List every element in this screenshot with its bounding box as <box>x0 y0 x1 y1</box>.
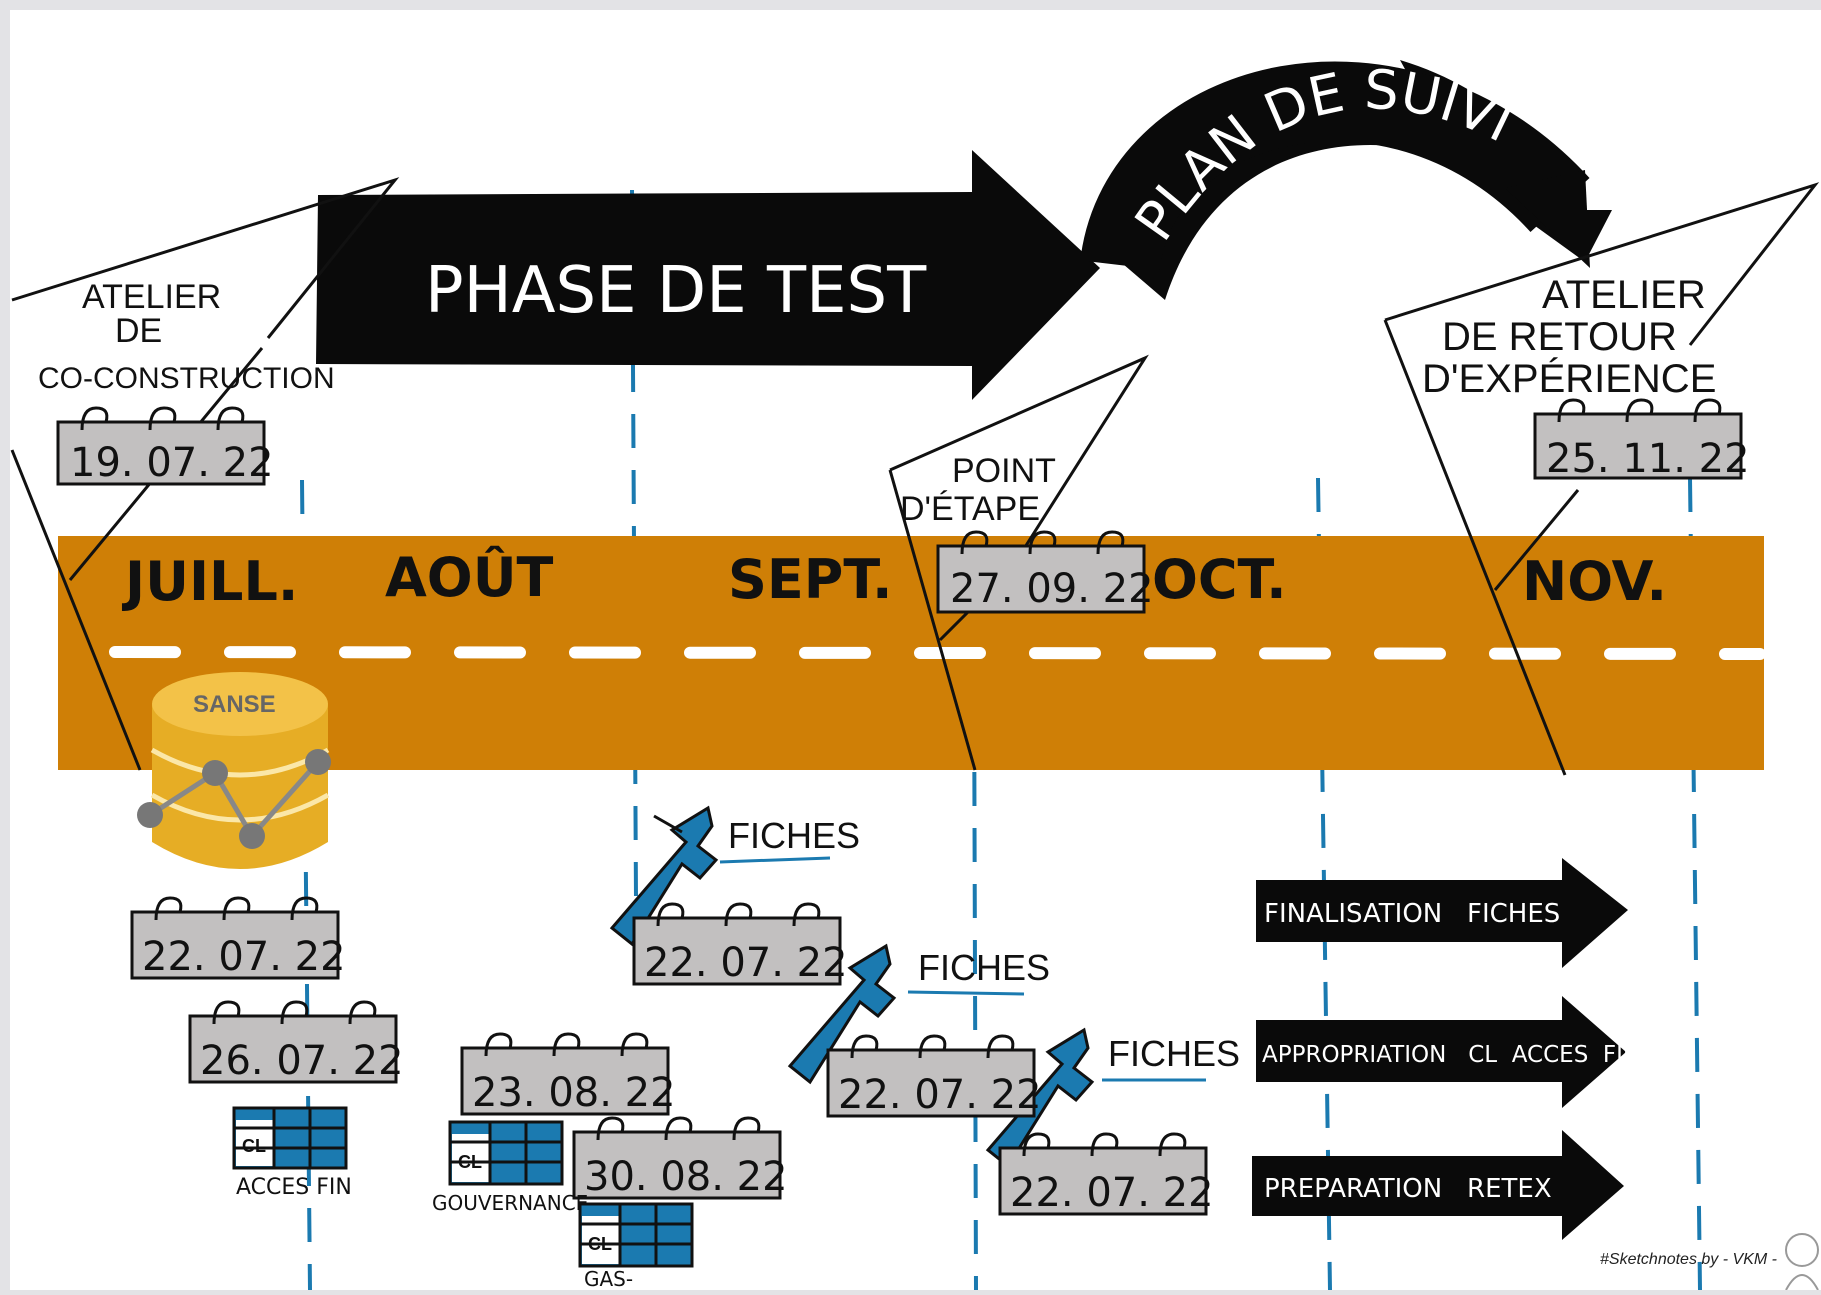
calendar-date: 26. 07. 22 <box>200 1038 404 1084</box>
atelier-coconstruction-line1: ATELIER <box>82 278 221 316</box>
atelier-coconstruction-line3: CO-CONSTRUCTION <box>38 362 335 395</box>
author-avatar-icon <box>1785 1233 1819 1291</box>
fiches-labels: FICHES FICHES FICHES <box>728 815 1240 1074</box>
calendar-c7: 22. 07. 22 <box>998 1132 1214 1216</box>
calendar-c5: 22. 07. 22 <box>632 902 848 986</box>
action-label: APPROPRIATION CL ACCES FIN. <box>1262 1042 1647 1068</box>
calendar-milestone-3: 25. 11. 22 <box>1533 398 1750 482</box>
calendar-date: 19. 07. 22 <box>70 440 274 486</box>
sanse-database-icon: SANSE <box>137 672 331 869</box>
wrench-icons <box>609 805 1095 1169</box>
phase-de-test-arrow: PHASE DE TEST <box>316 150 1100 400</box>
action-label: FINALISATION FICHES <box>1264 899 1560 929</box>
calendar-c2: 26. 07. 22 <box>188 1000 404 1084</box>
table-caption: GAS- <box>584 1267 633 1290</box>
action-arrow-appropriation: APPROPRIATION CL ACCES FIN. <box>1256 996 1647 1108</box>
fiches-label-1: FICHES <box>728 815 860 856</box>
atelier-retour-line3: D'EXPÉRIENCE <box>1422 356 1716 401</box>
calendar-date: 22. 07. 22 <box>142 934 346 980</box>
milestone-texts: ATELIER DE CO-CONSTRUCTION POINT D'ÉTAPE… <box>38 273 1716 528</box>
calendar-c3: 23. 08. 22 <box>460 1032 676 1116</box>
calendar-date: 22. 07. 22 <box>644 940 848 986</box>
point-etape-line1: POINT <box>952 452 1056 490</box>
month-label-oct: OCT. <box>1152 548 1287 611</box>
table-caption: ACCES FIN <box>236 1175 352 1200</box>
sanse-label: SANSE <box>193 691 276 718</box>
month-label-nov: NOV. <box>1522 550 1667 613</box>
month-label-aout: AOÛT <box>385 546 554 609</box>
flag-atelier-retour <box>1383 182 1820 776</box>
wrench-icon <box>985 1027 1095 1169</box>
action-arrow-finalisation: FINALISATION FICHES <box>1256 858 1628 968</box>
road-dashes <box>109 646 1766 660</box>
table-cl-label: CL <box>458 1152 482 1172</box>
calendar-c4: 30. 08. 22 <box>572 1116 788 1200</box>
fiches-label-2: FICHES <box>918 947 1050 988</box>
table-gouvernance: CL GOUVERNANCE <box>432 1120 588 1215</box>
calendar-c6: 22. 07. 22 <box>826 1034 1042 1118</box>
table-cl-label: CL <box>588 1234 612 1254</box>
calendar-date: 30. 08. 22 <box>584 1154 788 1200</box>
calendar-date: 25. 11. 22 <box>1546 436 1750 482</box>
table-gas: CL GAS- <box>578 1202 694 1291</box>
table-cl-label: CL <box>242 1136 266 1156</box>
calendar-milestone-1: 19. 07. 22 <box>56 406 274 486</box>
action-arrow-preparation: PREPARATION RETEX <box>1252 1130 1624 1240</box>
action-label: PREPARATION RETEX <box>1264 1174 1552 1204</box>
atelier-retour-line1: ATELIER <box>1542 273 1706 317</box>
phase-de-test-label: PHASE DE TEST <box>425 254 927 328</box>
credit-text: #Sketchnotes by - VKM - <box>1600 1251 1777 1268</box>
guide-line-3 <box>972 659 978 1291</box>
calendar-milestone-2: 27. 09. 22 <box>936 530 1154 614</box>
atelier-retour-line2: DE RETOUR <box>1442 315 1677 359</box>
wrench-icon <box>609 805 719 947</box>
table-acces-fin: CL ACCES FIN <box>232 1106 352 1200</box>
fiches-label-3: FICHES <box>1108 1033 1240 1074</box>
calendar-date: 27. 09. 22 <box>950 566 1154 612</box>
wrench-icon <box>787 943 897 1085</box>
point-etape-line2: D'ÉTAPE <box>900 490 1040 528</box>
table-caption: GOUVERNANCE <box>432 1191 588 1215</box>
month-label-sept: SEPT. <box>728 548 893 611</box>
calendar-date: 23. 08. 22 <box>472 1070 676 1116</box>
fiches-underlines <box>719 856 1206 1082</box>
atelier-coconstruction-line2: DE <box>115 312 162 350</box>
calendar-date: 22. 07. 22 <box>838 1072 1042 1118</box>
calendar-date: 22. 07. 22 <box>1010 1170 1214 1216</box>
calendar-c1: 22. 07. 22 <box>130 896 346 980</box>
month-label-juill: JUILL. <box>121 550 298 613</box>
